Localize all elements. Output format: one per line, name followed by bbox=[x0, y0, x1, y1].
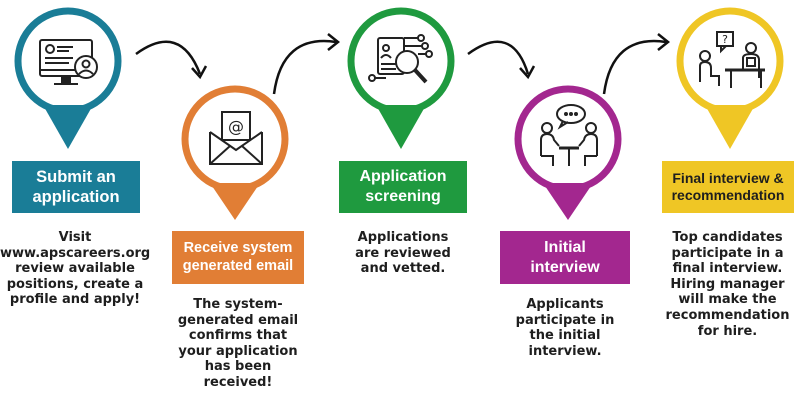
step-3-marker bbox=[346, 6, 456, 156]
step-5-desc-line-1: Top candidates bbox=[672, 230, 783, 245]
magnifier-screening-icon bbox=[368, 34, 433, 84]
step-4-desc-line-1: Applicants bbox=[526, 297, 604, 312]
step-5-marker: ? bbox=[675, 6, 785, 156]
step-5-title: Final interview & recommendation bbox=[662, 161, 794, 213]
step-1-title-line-2: application bbox=[32, 188, 120, 206]
step-2-title-line-1: Receive system bbox=[183, 239, 293, 256]
interview-chat-icon bbox=[540, 104, 598, 166]
envelope-email-icon: @ bbox=[209, 111, 263, 165]
step-1-title-line-1: Submit an bbox=[36, 167, 116, 186]
step-2-desc-line-4: your application bbox=[178, 343, 298, 359]
step-4-desc-line-3: the initial bbox=[529, 328, 601, 344]
step-3-title-line-1: Application bbox=[359, 168, 447, 186]
step-1-marker bbox=[13, 6, 123, 156]
step-1-desc-line-2: www.apscareers.org bbox=[0, 245, 151, 261]
arrow-1-icon bbox=[135, 40, 208, 80]
step-3-description: Applications are reviewed and vetted. bbox=[330, 230, 476, 277]
step-3-desc-line-1: Applications bbox=[357, 230, 449, 245]
arrow-3-icon bbox=[467, 40, 536, 80]
step-2-title: Receive system generated email bbox=[172, 231, 304, 284]
step-2-desc-line-5: has been bbox=[204, 359, 272, 375]
step-5-desc-line-7: for hire. bbox=[697, 323, 758, 339]
svg-text:@: @ bbox=[228, 117, 244, 136]
step-2-desc-line-1: The system- bbox=[193, 297, 283, 312]
arrow-4-icon bbox=[602, 33, 671, 95]
step-1-desc-line-5: profile and apply! bbox=[9, 292, 141, 308]
step-2-title-line-2: generated email bbox=[182, 257, 294, 274]
step-4-marker bbox=[513, 84, 623, 234]
final-interview-icon: ? bbox=[699, 31, 765, 88]
step-4-title: Initial interview bbox=[500, 231, 630, 284]
step-5-desc-line-2: participate in a bbox=[671, 245, 784, 261]
step-4-desc-line-4: interview. bbox=[528, 343, 602, 359]
step-1-description: Visit www.apscareers.org review availabl… bbox=[0, 230, 150, 308]
step-2-marker: @ bbox=[180, 84, 290, 234]
step-2-desc-line-3: confirms that bbox=[188, 328, 288, 344]
step-2-description: The system- generated email confirms tha… bbox=[162, 297, 314, 391]
step-5-desc-line-6: recommendation bbox=[665, 307, 790, 323]
step-3-title: Application screening bbox=[339, 161, 467, 213]
step-3-desc-line-2: are reviewed bbox=[355, 245, 451, 261]
step-1-desc-line-1: Visit bbox=[58, 230, 92, 245]
step-2-desc-line-2: generated email bbox=[177, 312, 299, 328]
step-2-desc-line-6: received! bbox=[203, 374, 273, 390]
step-4-title-line-1: Initial bbox=[544, 238, 586, 256]
arrow-2-icon bbox=[272, 33, 341, 95]
computer-applicant-icon bbox=[39, 39, 98, 85]
step-5-desc-line-4: Hiring manager bbox=[670, 276, 785, 292]
step-5-title-line-1: Final interview & bbox=[672, 169, 784, 186]
step-5-title-line-2: recommendation bbox=[671, 187, 785, 203]
step-3-title-line-2: screening bbox=[365, 188, 441, 205]
step-5-desc-line-5: will make the bbox=[678, 292, 777, 308]
step-5-description: Top candidates participate in a final in… bbox=[655, 230, 800, 339]
svg-text:?: ? bbox=[722, 33, 728, 46]
step-1-title: Submit an application bbox=[12, 161, 140, 213]
step-1-desc-line-3: review available bbox=[15, 261, 135, 277]
step-5-desc-line-3: final interview. bbox=[672, 261, 783, 277]
step-4-description: Applicants participate in the initial in… bbox=[495, 297, 635, 359]
step-3-desc-line-3: and vetted. bbox=[360, 261, 446, 277]
step-4-desc-line-2: participate in bbox=[515, 312, 615, 328]
step-4-title-line-2: interview bbox=[530, 258, 600, 276]
step-1-desc-line-4: positions, create a bbox=[6, 276, 144, 292]
